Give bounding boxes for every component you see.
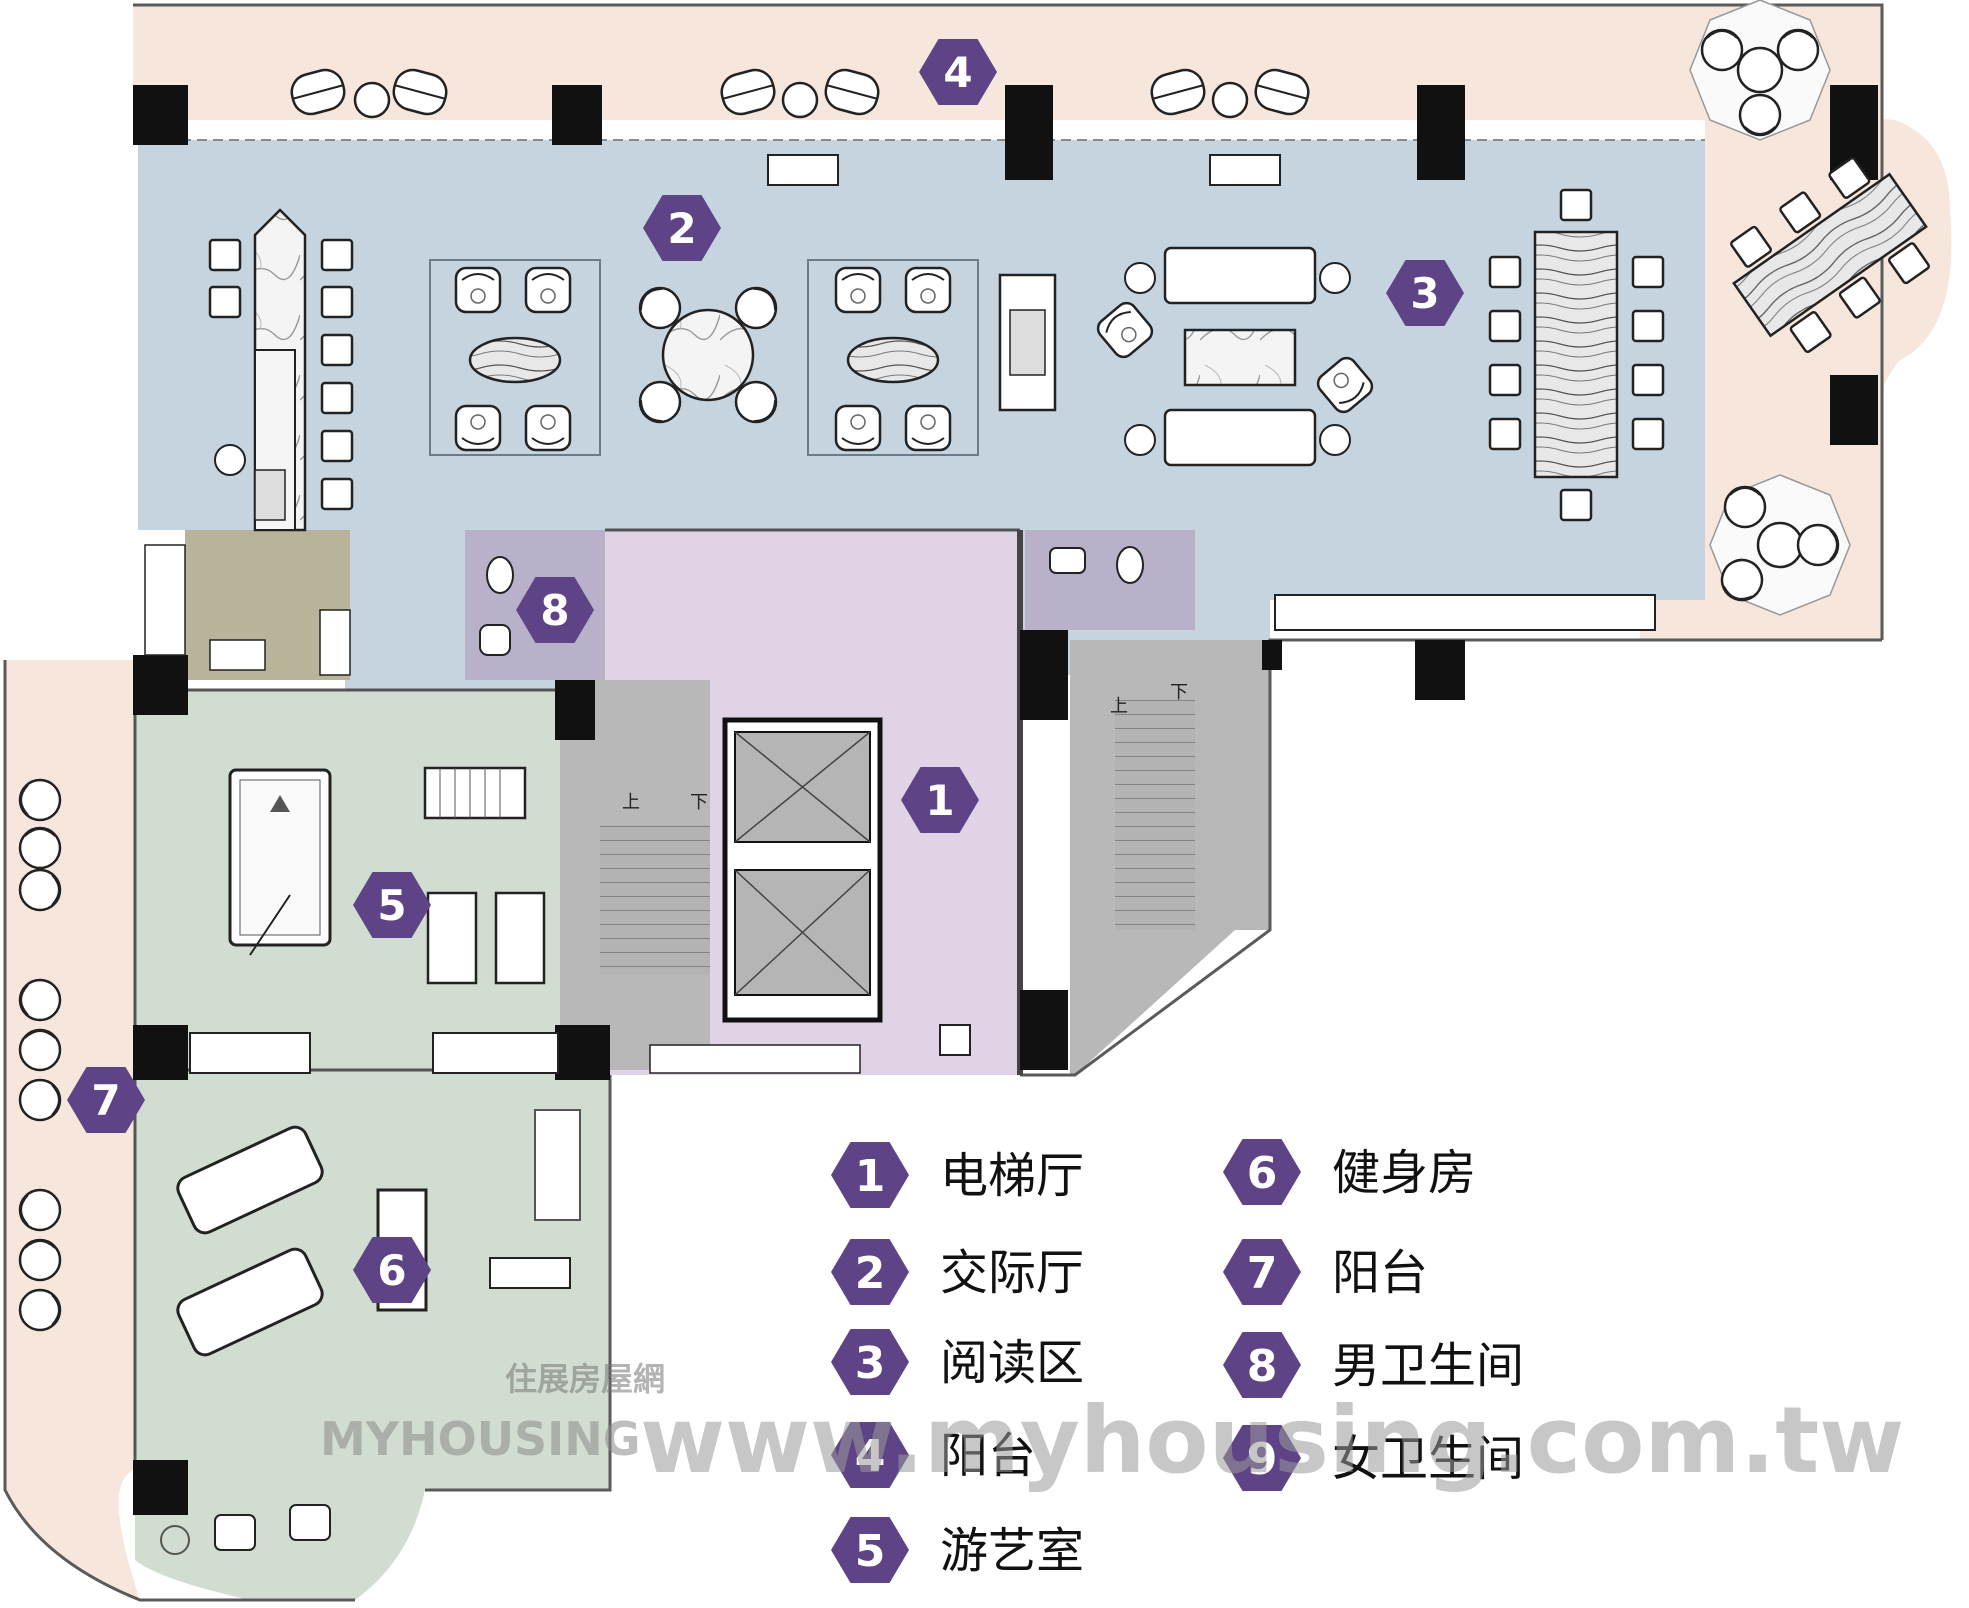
svg-text:女卫生间: 女卫生间 <box>1332 1431 1524 1487</box>
legend-item-8: 8 男卫生间 <box>1223 1332 1524 1398</box>
svg-text:阳台: 阳台 <box>940 1428 1036 1484</box>
zone-badge-7: 7 <box>67 1067 145 1133</box>
restroom-9-floor <box>1025 530 1195 630</box>
legend-item-1: 1 电梯厅 <box>831 1142 1084 1208</box>
svg-text:健身房: 健身房 <box>1332 1145 1476 1201</box>
svg-text:8: 8 <box>540 586 569 635</box>
svg-text:1: 1 <box>855 1151 886 1202</box>
svg-text:6: 6 <box>377 1246 406 1295</box>
kitchen-fixtures <box>144 544 351 676</box>
svg-text:交际厅: 交际厅 <box>940 1245 1084 1301</box>
stair-down-left: 下 <box>690 792 708 813</box>
watermark-brand: MYHOUSING <box>320 1412 641 1466</box>
legend-item-7: 7 阳台 <box>1223 1239 1428 1305</box>
lobby-core <box>600 700 1195 1074</box>
legend-item-4: 4 阳台 <box>831 1422 1036 1488</box>
stair-marks: 上 下 下 上 <box>622 682 1188 813</box>
zone-badge-3: 3 <box>1386 260 1464 326</box>
svg-text:3: 3 <box>855 1338 886 1389</box>
svg-text:8: 8 <box>1247 1341 1278 1392</box>
svg-text:3: 3 <box>1410 269 1439 318</box>
svg-text:4: 4 <box>855 1431 886 1482</box>
svg-text:1: 1 <box>925 776 954 825</box>
svg-text:电梯厅: 电梯厅 <box>940 1148 1084 1204</box>
stair-down-right: 下 <box>1170 682 1188 703</box>
zone-badge-4: 4 <box>919 39 997 105</box>
stair-up-left: 上 <box>622 792 640 813</box>
legend-item-5: 5 游艺室 <box>831 1517 1084 1583</box>
svg-text:2: 2 <box>855 1248 886 1299</box>
svg-text:7: 7 <box>1247 1248 1278 1299</box>
svg-text:5: 5 <box>377 881 406 930</box>
restroom-fixtures <box>479 546 1144 656</box>
watermark-chinese: 住展房屋網 <box>505 1360 665 1398</box>
watermark: 住展房屋網 MYHOUSING www.myhousing.com.tw <box>320 1360 1904 1494</box>
svg-text:阅读区: 阅读区 <box>940 1335 1084 1391</box>
legend-item-9: 9 女卫生间 <box>1223 1425 1524 1491</box>
svg-text:6: 6 <box>1247 1148 1278 1199</box>
svg-text:9: 9 <box>1247 1434 1278 1485</box>
legend: 1 电梯厅 2 交际厅 3 阅读区 4 阳台 5 游艺室 6 健身房 <box>831 1139 1524 1583</box>
zone-badge-1: 1 <box>901 767 979 833</box>
zone-badge-2: 2 <box>643 195 721 261</box>
balcony-7-furniture <box>18 778 62 1332</box>
svg-text:男卫生间: 男卫生间 <box>1332 1338 1524 1394</box>
stair-up-right: 上 <box>1110 696 1128 717</box>
social-hall-furniture <box>208 154 1665 631</box>
svg-text:4: 4 <box>943 48 972 97</box>
balcony-4-furniture <box>286 0 1932 616</box>
zone-badge-5: 5 <box>353 872 431 938</box>
svg-text:7: 7 <box>91 1076 120 1125</box>
svg-text:游艺室: 游艺室 <box>940 1523 1084 1579</box>
zone-badges: 1 2 3 4 5 6 7 8 <box>67 39 1464 1303</box>
svg-text:5: 5 <box>855 1526 886 1577</box>
watermark-url: www.myhousing.com.tw <box>640 1387 1904 1494</box>
zone-badge-8: 8 <box>516 577 594 643</box>
zone-badge-6: 6 <box>353 1237 431 1303</box>
svg-text:阳台: 阳台 <box>1332 1245 1428 1301</box>
legend-item-6: 6 健身房 <box>1223 1139 1476 1205</box>
legend-item-2: 2 交际厅 <box>831 1239 1084 1305</box>
svg-text:2: 2 <box>667 204 696 253</box>
legend-item-3: 3 阅读区 <box>831 1329 1084 1395</box>
